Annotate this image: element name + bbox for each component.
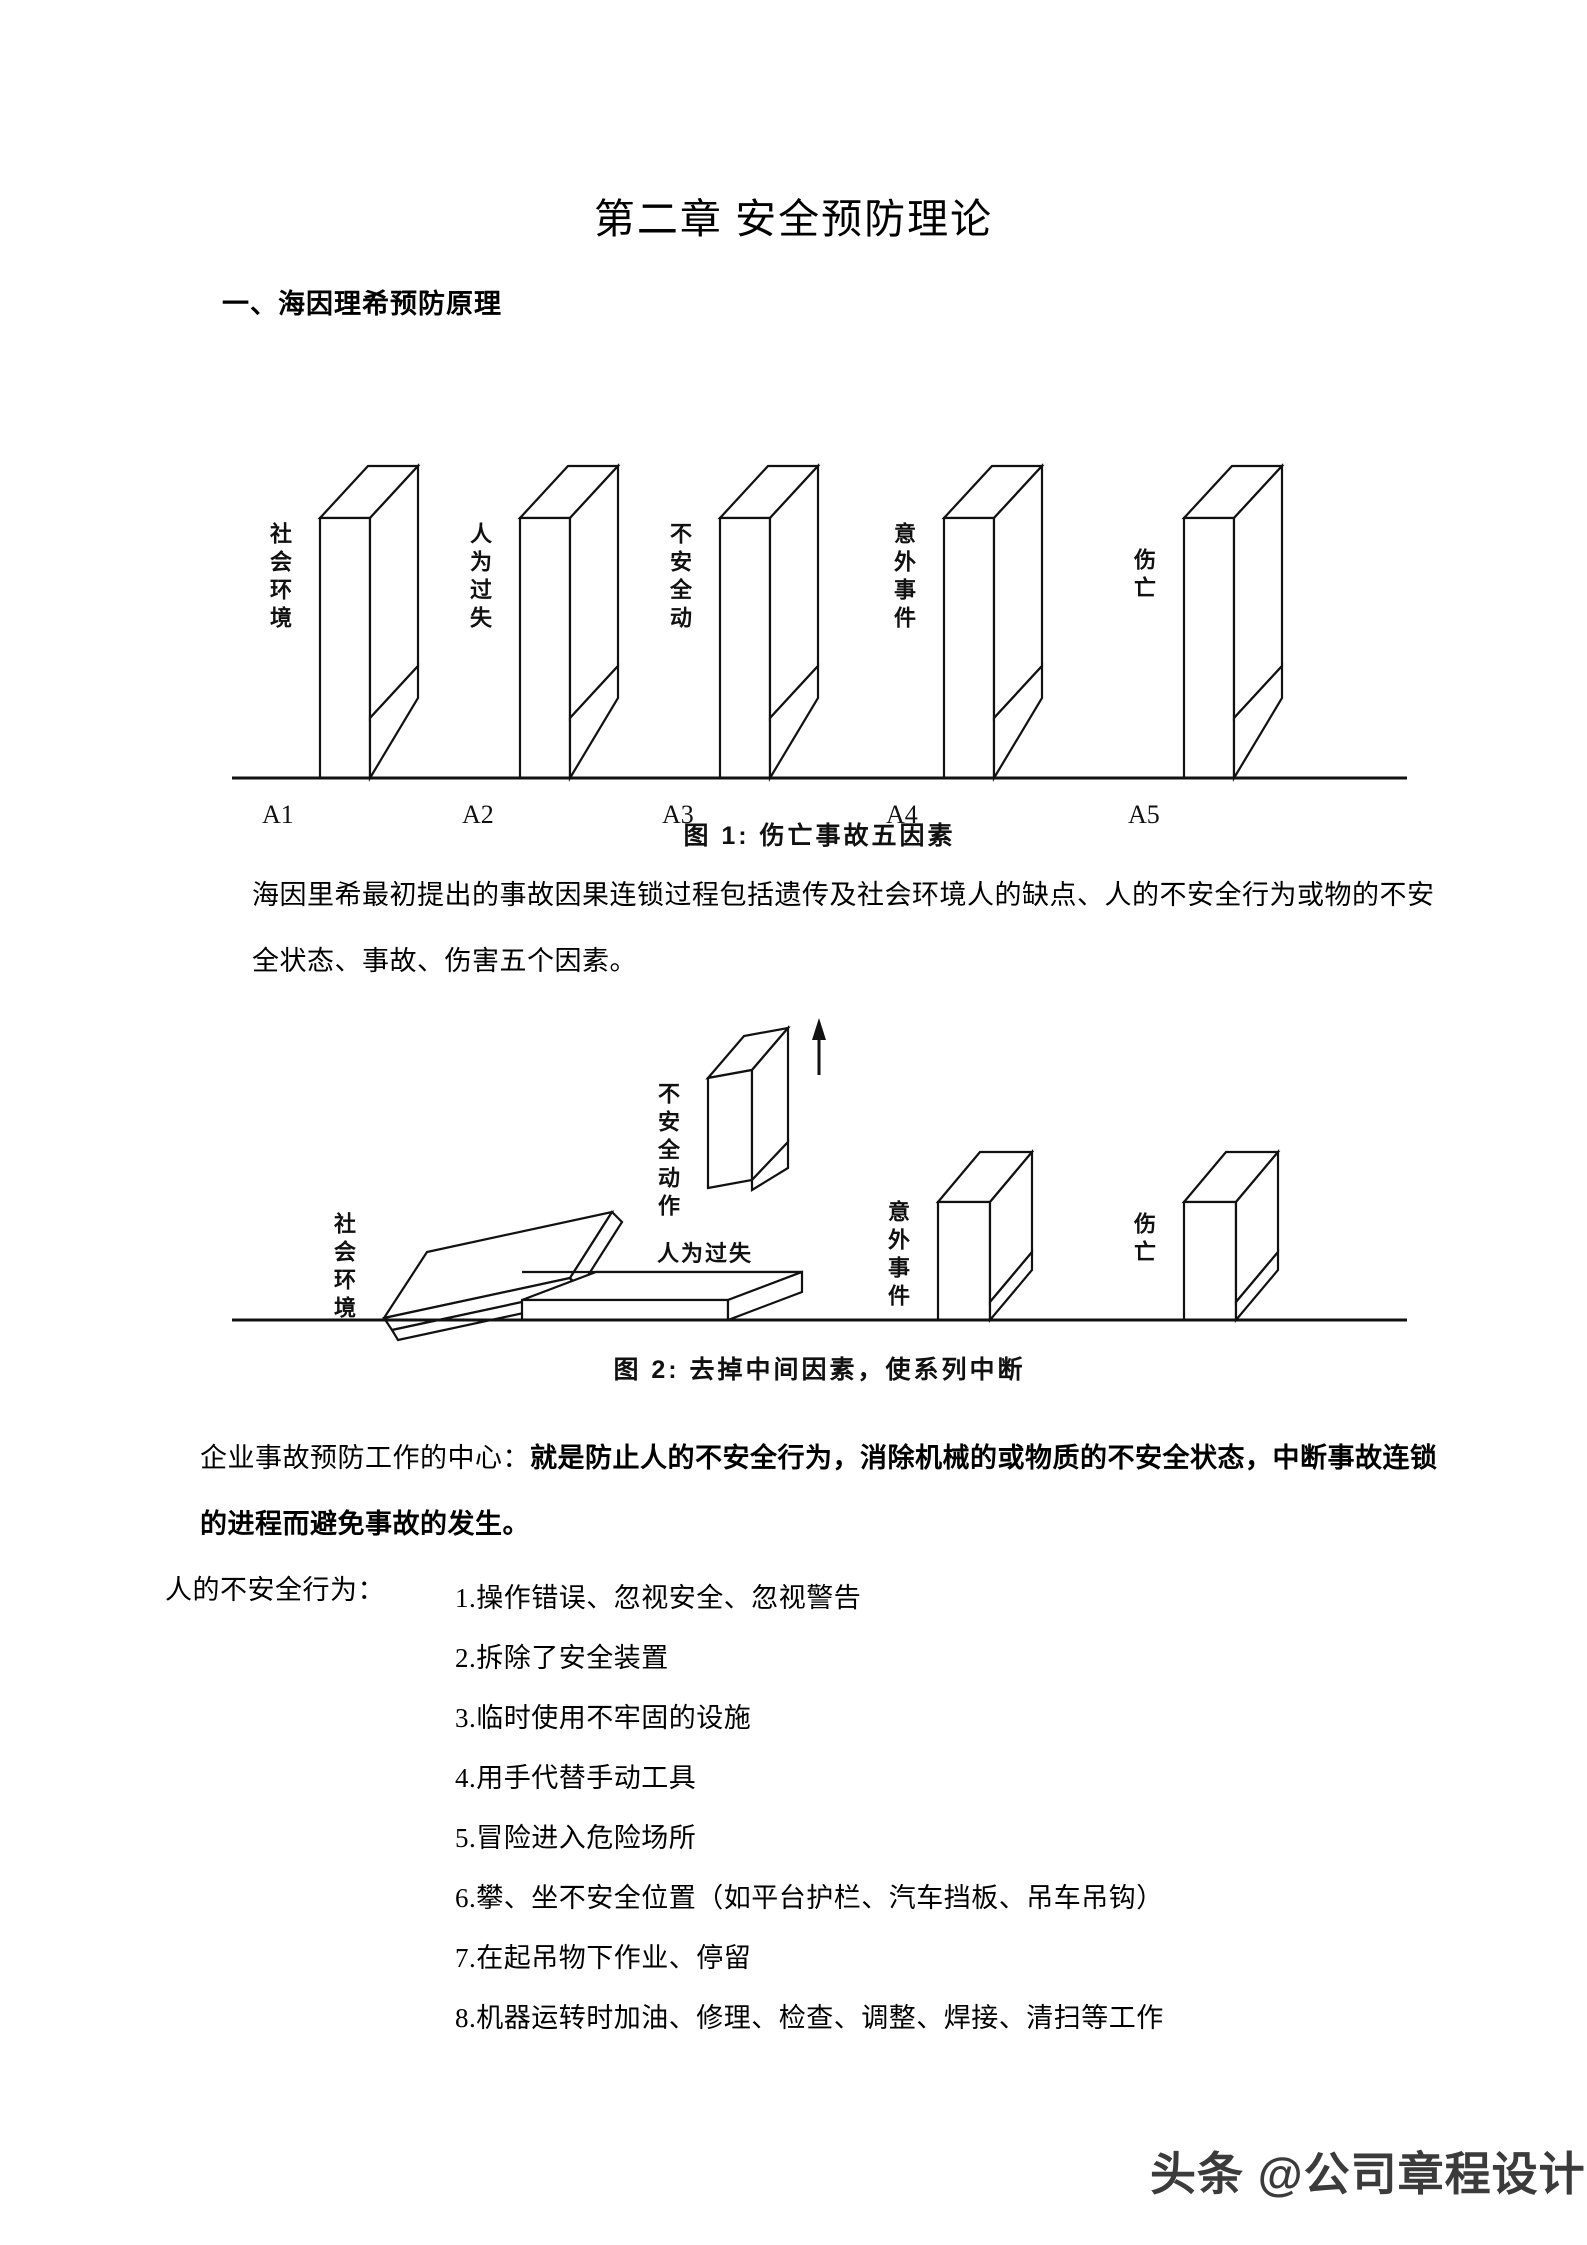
- domino-block-a3: [717, 463, 821, 782]
- list-item: 8.机器运转时加油、修理、检查、调整、焊接、清扫等工作: [455, 2003, 1164, 2033]
- figure1-block-label-a4: 意外事件: [892, 522, 916, 634]
- figure1-axis-a2: A2: [462, 800, 494, 829]
- watermark: 头条 @公司章程设计: [1150, 2148, 1586, 2200]
- paragraph-intro: 海因里希最初提出的事故因果连锁过程包括遗传及社会环境人的缺点、人的不安全行为或物…: [252, 880, 1435, 976]
- list-item: 7.在起吊物下作业、停留: [455, 1943, 752, 1973]
- domino-block-a2: [517, 463, 621, 782]
- list-item: 3.临时使用不牢固的设施: [455, 1703, 752, 1733]
- domino-block-standing-2: [1181, 1148, 1281, 1324]
- figure1-axis-a4: A4: [886, 800, 918, 829]
- section-heading: 一、海因理希预防原理: [222, 289, 502, 319]
- figure-1-domino-five-factors: 社会环境 人为过失 不安全动 意外事件 伤亡 A1 A2 A3 A4 A5 图 …: [232, 398, 1407, 850]
- domino-block-removed: [705, 1025, 791, 1192]
- list-item: 2.拆除了安全装置: [455, 1643, 669, 1673]
- list-item: 4.用手代替手动工具: [455, 1763, 697, 1793]
- list-item: 1.操作错误、忽视安全、忽视警告: [455, 1583, 862, 1613]
- paragraph-prevention-bold: 就是防止人的不安全行为，消除机械的或物质的不安全状态，中断事故连锁的进程而避免事…: [200, 1443, 1438, 1539]
- figure1-axis-a3: A3: [662, 800, 694, 829]
- figure1-axis-a5: A5: [1128, 800, 1160, 829]
- figure1-block-label-a2: 人为过失: [468, 522, 492, 634]
- unsafe-behaviors-label: 人的不安全行为：: [165, 1575, 385, 1605]
- figure2-block-label-standing-2: 伤亡: [1132, 1212, 1156, 1268]
- domino-block-a1: [317, 463, 421, 782]
- domino-block-standing-1: [935, 1148, 1035, 1324]
- figure2-block-label-tilted: 社会环境: [332, 1212, 356, 1324]
- figure1-block-label-a3: 不安全动: [668, 522, 692, 634]
- domino-block-a4: [941, 463, 1045, 782]
- figure-2-caption: 图 2: 去掉中间因素，使系列中断: [613, 1356, 1026, 1384]
- unsafe-behaviors-list: 1.操作错误、忽视安全、忽视警告 2.拆除了安全装置 3.临时使用不牢固的设施 …: [455, 1568, 1455, 2048]
- figure2-block-label-standing-1: 意外事件: [886, 1200, 910, 1312]
- paragraph-prevention-lead: 企业事故预防工作的中心：: [200, 1443, 530, 1473]
- figure1-block-label-a1: 社会环境: [268, 522, 292, 634]
- figure-1-caption: 图 1: 伤亡事故五因素: [683, 822, 956, 850]
- up-arrow-icon: [812, 1018, 826, 1075]
- figure1-axis-a1: A1: [262, 800, 294, 829]
- figure-2-domino-chain-broken: 不安全动作 社会环境 人为过失 意外事件 伤亡 图 2: 去掉中间因素，使系列中…: [232, 1000, 1407, 1395]
- list-item: 6.攀、坐不安全位置（如平台护栏、汽车挡板、吊车吊钩）: [455, 1883, 1164, 1913]
- paragraph-prevention-center: 企业事故预防工作的中心：就是防止人的不安全行为，消除机械的或物质的不安全状态，中…: [200, 1425, 1450, 1557]
- figure2-block-label-removed: 不安全动作: [656, 1082, 680, 1222]
- list-item: 5.冒险进入危险场所: [455, 1823, 697, 1853]
- page-title: 第二章 安全预防理论: [593, 196, 994, 242]
- domino-block-fallen: [520, 1270, 804, 1322]
- domino-block-tilted: [381, 1210, 624, 1342]
- figure1-block-label-a5: 伤亡: [1132, 548, 1156, 604]
- figure2-block-label-fallen: 人为过失: [657, 1241, 754, 1266]
- domino-block-a5: [1181, 463, 1285, 782]
